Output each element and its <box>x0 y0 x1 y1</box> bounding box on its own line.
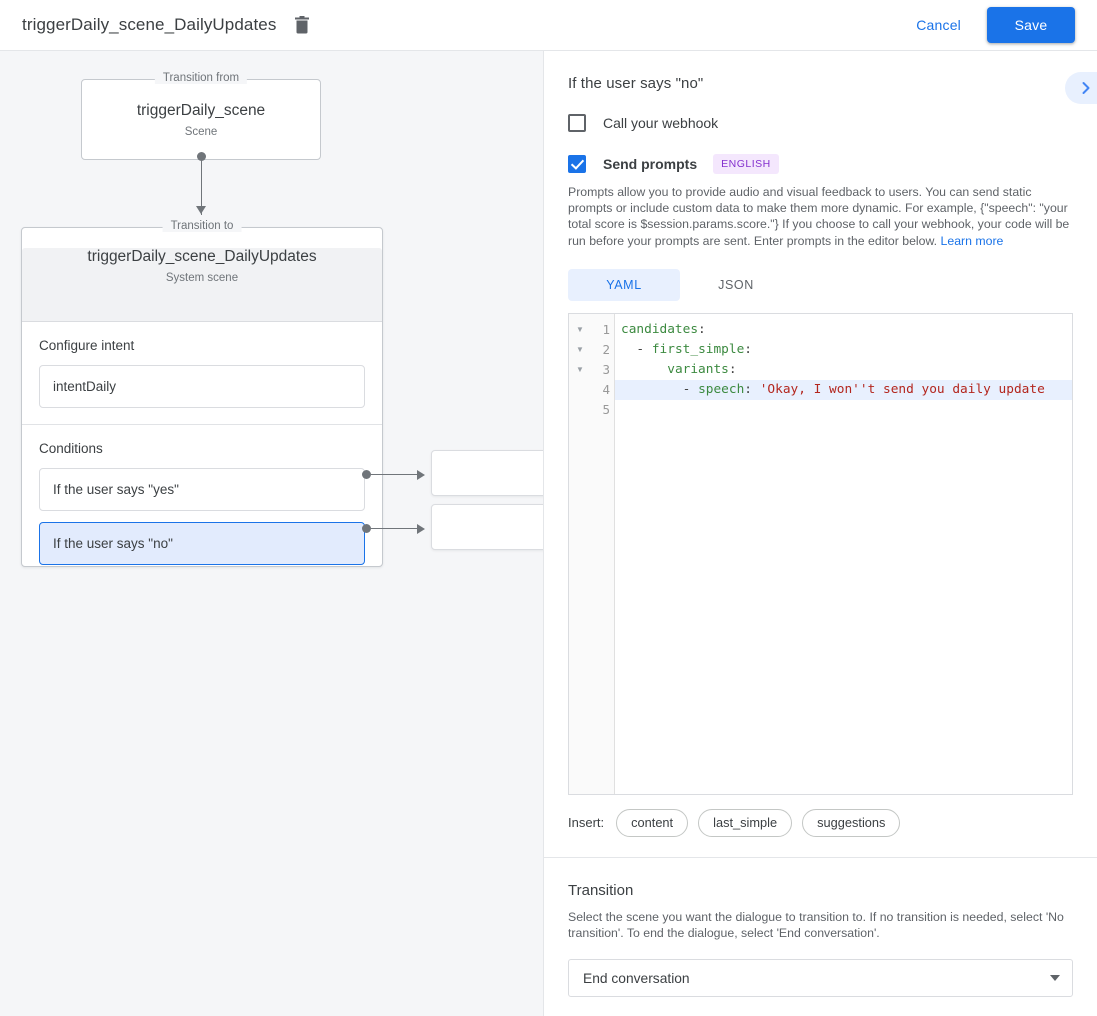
code-line-numbers: 1 2 3 4 5 <box>591 313 615 794</box>
code-dash: - <box>636 341 652 357</box>
transition-select-value: End conversation <box>583 970 690 986</box>
editor-format-tabs: YAML JSON <box>568 268 1073 301</box>
edge-arrow-no-icon <box>417 524 425 534</box>
condition-item-yes[interactable]: If the user says "yes" <box>39 468 365 511</box>
chevron-right-icon <box>1079 81 1093 95</box>
insert-label: Insert: <box>568 815 605 831</box>
transition-description: Select the scene you want the dialogue t… <box>568 909 1064 941</box>
code-line-2: - first_simple: <box>615 340 1072 360</box>
edge-arrow-yes-icon <box>417 470 425 480</box>
panel-divider <box>544 856 1097 858</box>
connector-arrow-icon <box>196 206 206 214</box>
code-line-1: candidates: <box>615 320 1072 340</box>
transition-to-header: triggerDaily_scene_DailyUpdates System s… <box>22 248 382 322</box>
transition-section: Transition Select the scene you want the… <box>544 858 1097 998</box>
code-token-key: variants <box>667 361 729 377</box>
edge-dot-no <box>362 524 371 533</box>
code-token-punct: : <box>698 321 706 337</box>
prompts-description: Prompts allow you to provide audio and v… <box>568 184 1073 249</box>
edge-line-no <box>371 528 417 529</box>
transition-to-legend: Transition to <box>162 220 242 232</box>
transition-from-node[interactable]: Transition from triggerDaily_scene Scene <box>81 72 321 160</box>
panel-title: If the user says "no" <box>568 75 704 92</box>
fold-toggle-1[interactable]: ▼ <box>576 325 584 335</box>
code-text-area[interactable]: candidates: - first_simple: variants: - … <box>615 314 1072 794</box>
transition-to-title: triggerDaily_scene_DailyUpdates <box>87 248 317 265</box>
panel-header: If the user says "no" <box>544 51 1097 104</box>
transition-from-title: triggerDaily_scene <box>136 102 266 119</box>
code-token-punct: : <box>744 381 760 397</box>
transition-select[interactable]: End conversation <box>568 959 1073 998</box>
code-line-4: - speech: 'Okay, I won''t send you daily… <box>615 379 1072 400</box>
tab-json[interactable]: JSON <box>718 277 754 292</box>
connector-line <box>201 157 202 215</box>
line-number: 2 <box>602 341 610 357</box>
top-bar: triggerDaily_scene_DailyUpdates Cancel S… <box>0 0 1097 51</box>
panel-body: Call your webhook Send prompts ENGLISH P… <box>544 114 1097 837</box>
page-title: triggerDaily_scene_DailyUpdates <box>22 15 277 34</box>
code-indent <box>621 362 667 377</box>
send-prompts-row[interactable]: Send prompts ENGLISH <box>568 154 1073 174</box>
configure-intent-section: Configure intent intentDaily <box>22 322 382 424</box>
transition-from-subtitle: Scene <box>184 126 218 138</box>
intent-value-box[interactable]: intentDaily <box>39 365 365 408</box>
code-line-5 <box>615 400 1072 420</box>
cancel-button[interactable]: Cancel <box>916 17 961 33</box>
graph-canvas[interactable]: Transition from triggerDaily_scene Scene… <box>0 51 543 1016</box>
transition-title: Transition <box>568 881 634 899</box>
edge-dot-yes <box>362 470 371 479</box>
language-badge: ENGLISH <box>713 154 779 174</box>
line-number: 5 <box>602 401 610 417</box>
code-token-string: 'Okay, I won''t send you daily update <box>759 381 1045 397</box>
learn-more-link[interactable]: Learn more <box>940 233 1004 248</box>
collapse-panel-button[interactable] <box>1065 72 1097 104</box>
code-indent <box>621 382 683 397</box>
connector-dot <box>197 152 206 161</box>
insert-chip-last-simple[interactable]: last_simple <box>698 808 793 837</box>
code-token-key: first_simple <box>651 341 745 357</box>
tab-yaml[interactable]: YAML <box>568 268 680 301</box>
chevron-down-icon <box>1050 975 1060 982</box>
code-line-3: variants: <box>615 360 1072 380</box>
send-prompts-label: Send prompts <box>603 156 698 172</box>
transition-from-legend: Transition from <box>154 72 248 84</box>
code-indent <box>621 342 636 357</box>
trash-icon <box>294 16 310 34</box>
configure-intent-label: Configure intent <box>39 338 135 353</box>
call-webhook-label: Call your webhook <box>603 115 719 131</box>
fold-toggle-5 <box>569 400 591 420</box>
call-webhook-checkbox[interactable] <box>568 114 586 132</box>
fold-toggle-2[interactable]: ▼ <box>576 345 584 355</box>
line-number: 4 <box>602 381 610 397</box>
code-token-punct: : <box>744 341 753 357</box>
call-webhook-row[interactable]: Call your webhook <box>568 114 1073 132</box>
code-token-key: speech <box>698 381 745 397</box>
edge-line-yes <box>371 474 417 475</box>
details-panel: If the user says "no" Call your webhook … <box>543 51 1097 1016</box>
conditions-section: Conditions If the user says "yes" If the… <box>22 424 382 581</box>
stub-node-yes[interactable] <box>431 450 543 496</box>
transition-to-node[interactable]: Transition to triggerDaily_scene_DailyUp… <box>21 220 383 567</box>
send-prompts-checkbox[interactable] <box>568 155 586 173</box>
prompts-description-text: Prompts allow you to provide audio and v… <box>568 185 1070 248</box>
line-number: 1 <box>602 321 610 337</box>
code-dash: - <box>682 381 699 397</box>
prompt-code-editor[interactable]: ▼ ▼ ▼ 1 2 3 4 5 candidates: - first_simp… <box>568 312 1073 795</box>
insert-chip-content[interactable]: content <box>616 808 689 837</box>
code-fold-gutter: ▼ ▼ ▼ <box>569 313 591 794</box>
insert-chips-row: Insert: content last_simple suggestions <box>568 808 1073 837</box>
fold-toggle-4 <box>569 380 591 400</box>
stub-node-no[interactable] <box>431 504 543 550</box>
fold-toggle-3[interactable]: ▼ <box>576 365 584 375</box>
save-button[interactable]: Save <box>987 7 1075 43</box>
insert-chip-suggestions[interactable]: suggestions <box>802 808 901 837</box>
transition-to-subtitle: System scene <box>165 272 239 284</box>
code-token-key: candidates <box>621 321 699 337</box>
delete-button[interactable] <box>288 11 316 39</box>
conditions-label: Conditions <box>39 441 103 456</box>
condition-item-no[interactable]: If the user says "no" <box>39 522 365 565</box>
code-token-punct: : <box>728 361 737 377</box>
line-number: 3 <box>602 361 610 377</box>
